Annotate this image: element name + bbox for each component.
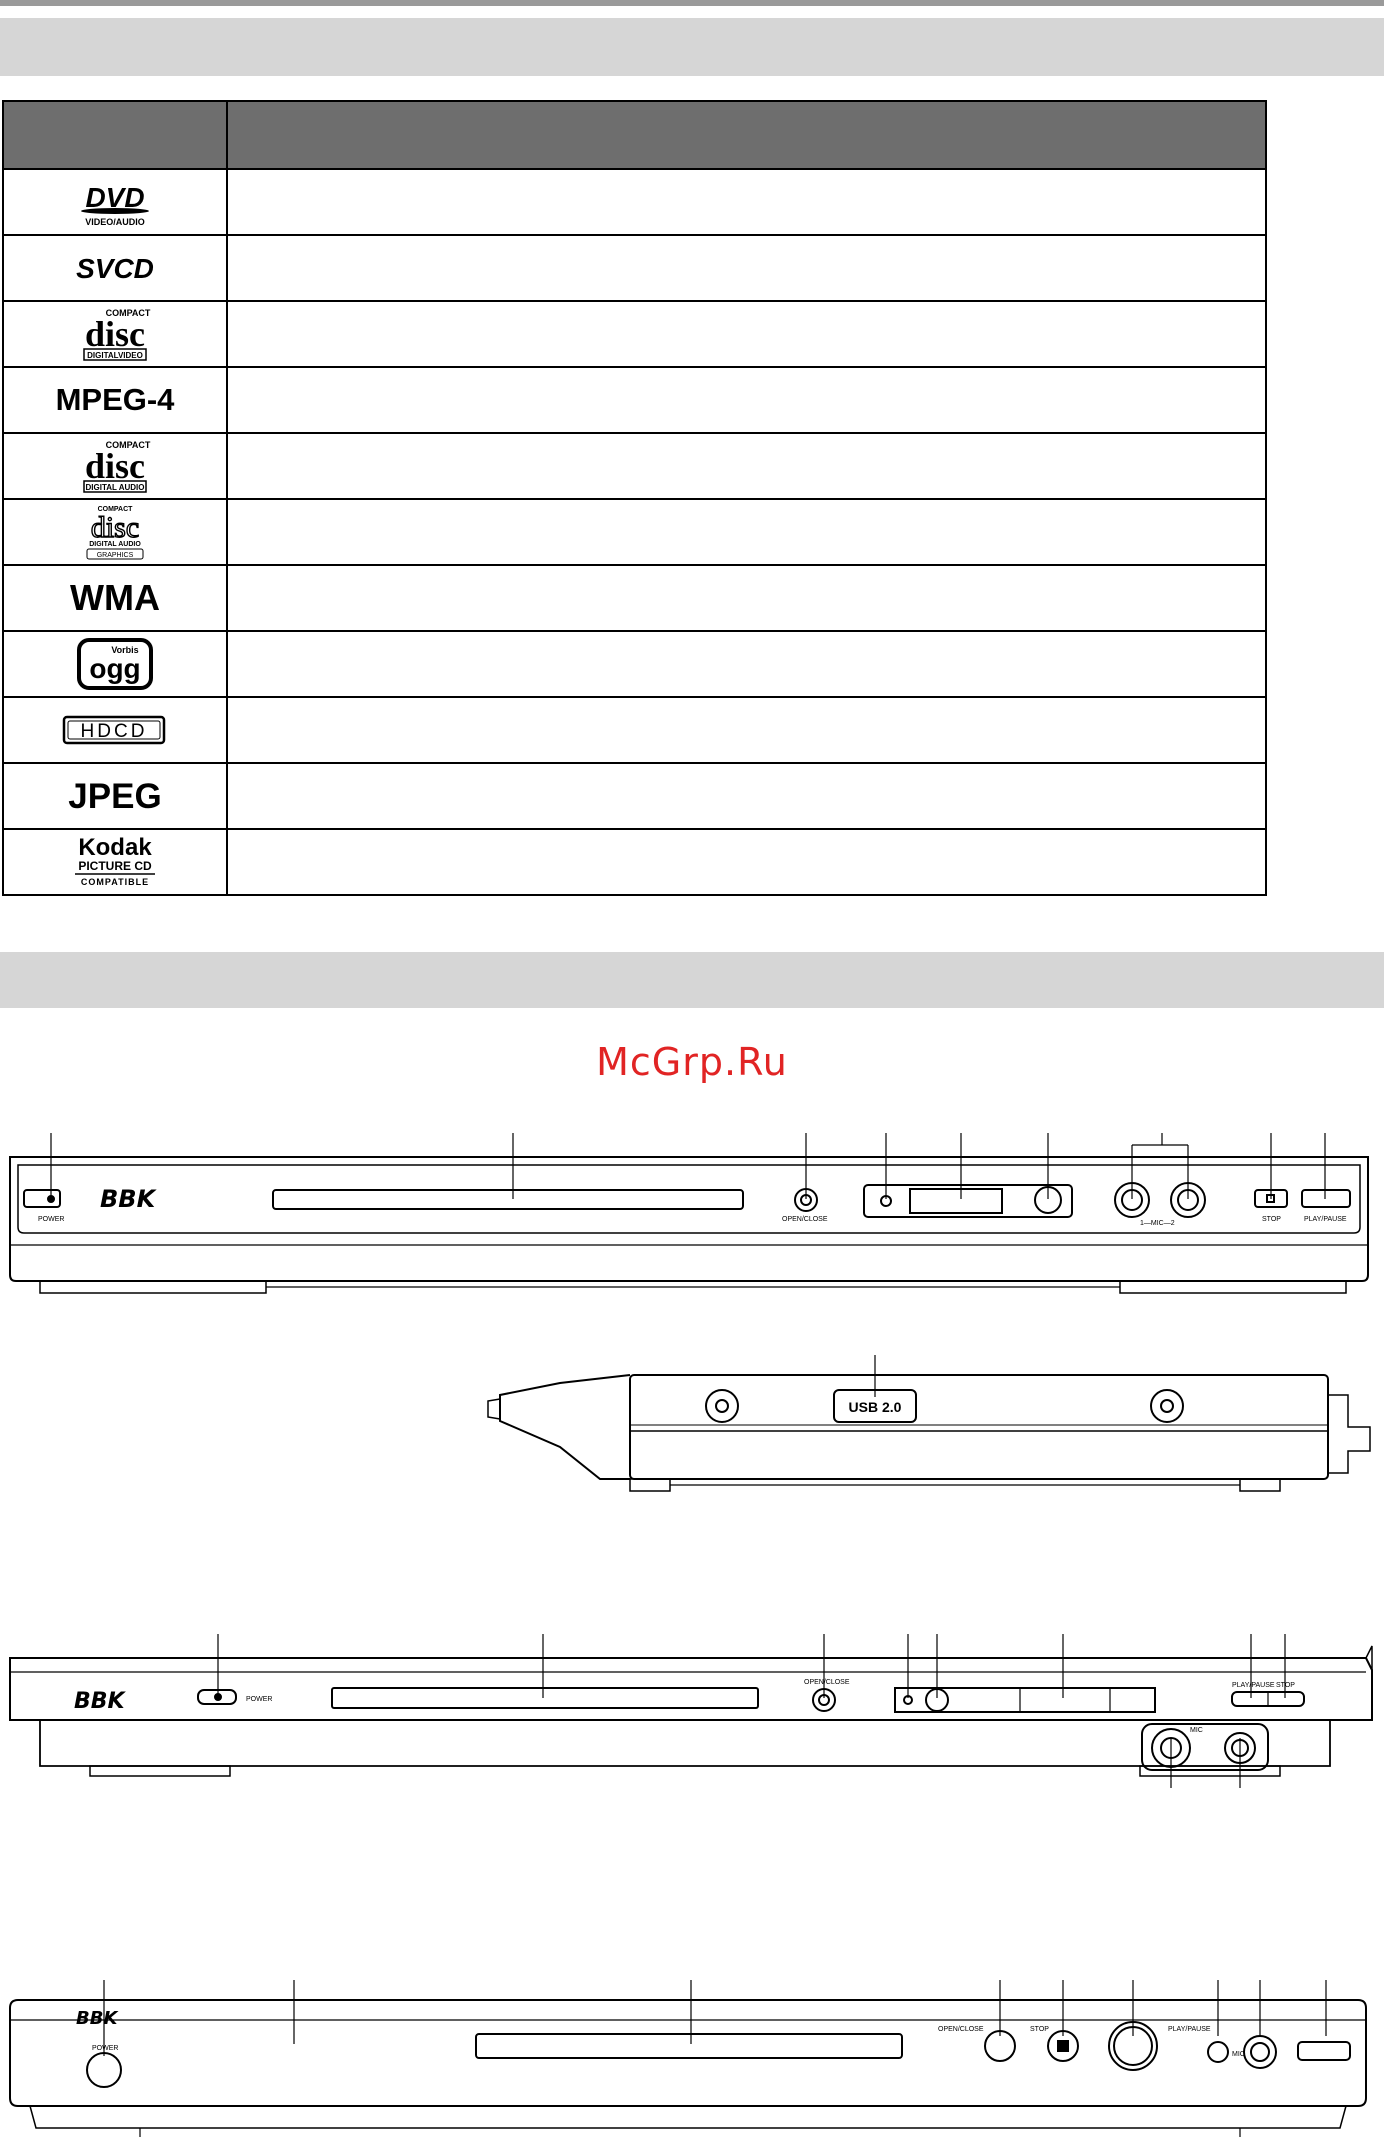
table-row: DVD VIDEO/AUDIO — [2, 168, 1267, 236]
table-header-logo — [2, 100, 228, 170]
svg-text:COMPACT: COMPACT — [98, 506, 134, 513]
format-description — [226, 168, 1267, 236]
svg-text:ogg: ogg — [89, 653, 140, 684]
ogg-vorbis-logo: Vorbis ogg — [2, 630, 228, 698]
usb-label: USB 2.0 — [849, 1399, 902, 1415]
player-front-panel-3: BBK POWER OPEN/CLOSE STOP PLAY/PAUSE MIC — [0, 1972, 1384, 2137]
svg-text:DVD: DVD — [85, 182, 144, 213]
header-band — [0, 18, 1384, 76]
player-front-panel-1: BBK POWER OPEN/CLOSE 1—MIC—2 STOP PLAY/P… — [0, 1125, 1384, 1305]
svg-text:disc: disc — [85, 314, 145, 354]
table-row: HDCD — [2, 696, 1267, 764]
format-description — [226, 696, 1267, 764]
svg-text:Vorbis: Vorbis — [111, 645, 138, 655]
table-header-description — [226, 100, 1267, 170]
table-row: COMPACT disc DIGITAL AUDIO GRAPHICS — [2, 498, 1267, 566]
player-side-view: USB 2.0 — [0, 1355, 1384, 1515]
svg-text:MPEG-4: MPEG-4 — [56, 382, 176, 417]
table-row: JPEG — [2, 762, 1267, 830]
power-label: POWER — [38, 1216, 64, 1223]
stop-label: STOP — [1030, 2026, 1049, 2033]
svg-text:JPEG: JPEG — [68, 777, 161, 816]
svg-text:PICTURE CD: PICTURE CD — [78, 859, 152, 873]
brand-logo: BBK — [76, 2008, 119, 2029]
power-label: POWER — [92, 2045, 118, 2052]
format-description — [226, 366, 1267, 434]
brand-logo: BBK — [100, 1185, 158, 1213]
mpeg4-logo: MPEG-4 — [2, 366, 228, 434]
compact-disc-graphics-logo: COMPACT disc DIGITAL AUDIO GRAPHICS — [2, 498, 228, 566]
play-pause-label: PLAY/PAUSE — [1232, 1682, 1275, 1689]
open-close-label: OPEN/CLOSE — [782, 1216, 828, 1223]
stop-label: STOP — [1262, 1216, 1281, 1223]
brand-logo: BBK — [74, 1689, 127, 1714]
svg-text:GRAPHICS: GRAPHICS — [97, 552, 134, 559]
format-description — [226, 234, 1267, 302]
format-description — [226, 762, 1267, 830]
table-row: MPEG-4 — [2, 366, 1267, 434]
stop-label: STOP — [1276, 1682, 1295, 1689]
svg-text:DIGITAL AUDIO: DIGITAL AUDIO — [89, 541, 141, 548]
svg-text:COMPACT: COMPACT — [106, 308, 151, 318]
svg-text:DIGITAL AUDIO: DIGITAL AUDIO — [86, 483, 145, 492]
section-band — [0, 952, 1384, 1008]
format-description — [226, 564, 1267, 632]
kodak-picture-cd-logo: Kodak PICTURE CD COMPATIBLE — [2, 828, 228, 896]
format-description — [226, 300, 1267, 368]
svcd-logo: SVCD — [2, 234, 228, 302]
table-row: COMPACT disc DIGITALVIDEO — [2, 300, 1267, 368]
compact-disc-digital-video-logo: COMPACT disc DIGITALVIDEO — [2, 300, 228, 368]
svg-text:disc: disc — [91, 511, 139, 544]
mic-label: MIC — [1232, 2051, 1245, 2058]
format-description — [226, 498, 1267, 566]
wma-logo: WMA — [2, 564, 228, 632]
svg-text:COMPATIBLE: COMPATIBLE — [81, 877, 149, 887]
mic-label: MIC — [1190, 1727, 1203, 1734]
jpeg-logo: JPEG — [2, 762, 228, 830]
format-description — [226, 432, 1267, 500]
format-description — [226, 630, 1267, 698]
table-row: Vorbis ogg — [2, 630, 1267, 698]
table-row: WMA — [2, 564, 1267, 632]
watermark: McGrp.Ru — [596, 1040, 788, 1084]
svg-text:DIGITALVIDEO: DIGITALVIDEO — [87, 351, 143, 360]
mic-label: 1—MIC—2 — [1140, 1220, 1175, 1227]
svg-text:HDCD: HDCD — [81, 721, 148, 742]
play-pause-label: PLAY/PAUSE — [1304, 1216, 1347, 1223]
compact-disc-digital-audio-logo: COMPACT disc DIGITAL AUDIO — [2, 432, 228, 500]
table-header-row — [2, 100, 1267, 170]
hdcd-logo: HDCD — [2, 696, 228, 764]
player-front-panel-2: BBK POWER OPEN/CLOSE PLAY/PAUSE STOP MIC — [0, 1628, 1384, 1788]
svg-text:Kodak: Kodak — [78, 834, 152, 861]
play-pause-label: PLAY/PAUSE — [1168, 2026, 1211, 2033]
svg-text:disc: disc — [85, 446, 145, 486]
svg-text:WMA: WMA — [70, 577, 160, 618]
open-close-label: OPEN/CLOSE — [804, 1679, 850, 1686]
svg-text:SVCD: SVCD — [76, 253, 154, 284]
table-row: COMPACT disc DIGITAL AUDIO — [2, 432, 1267, 500]
disc-formats-table: DVD VIDEO/AUDIO SVCD COMPACT disc — [2, 100, 1267, 896]
open-close-label: OPEN/CLOSE — [938, 2026, 984, 2033]
svg-text:VIDEO/AUDIO: VIDEO/AUDIO — [85, 217, 145, 227]
table-row: Kodak PICTURE CD COMPATIBLE — [2, 828, 1267, 896]
dvd-video-audio-logo: DVD VIDEO/AUDIO — [2, 168, 228, 236]
table-row: SVCD — [2, 234, 1267, 302]
svg-text:COMPACT: COMPACT — [106, 440, 151, 450]
top-rule — [0, 0, 1384, 6]
format-description — [226, 828, 1267, 896]
power-label: POWER — [246, 1696, 272, 1703]
